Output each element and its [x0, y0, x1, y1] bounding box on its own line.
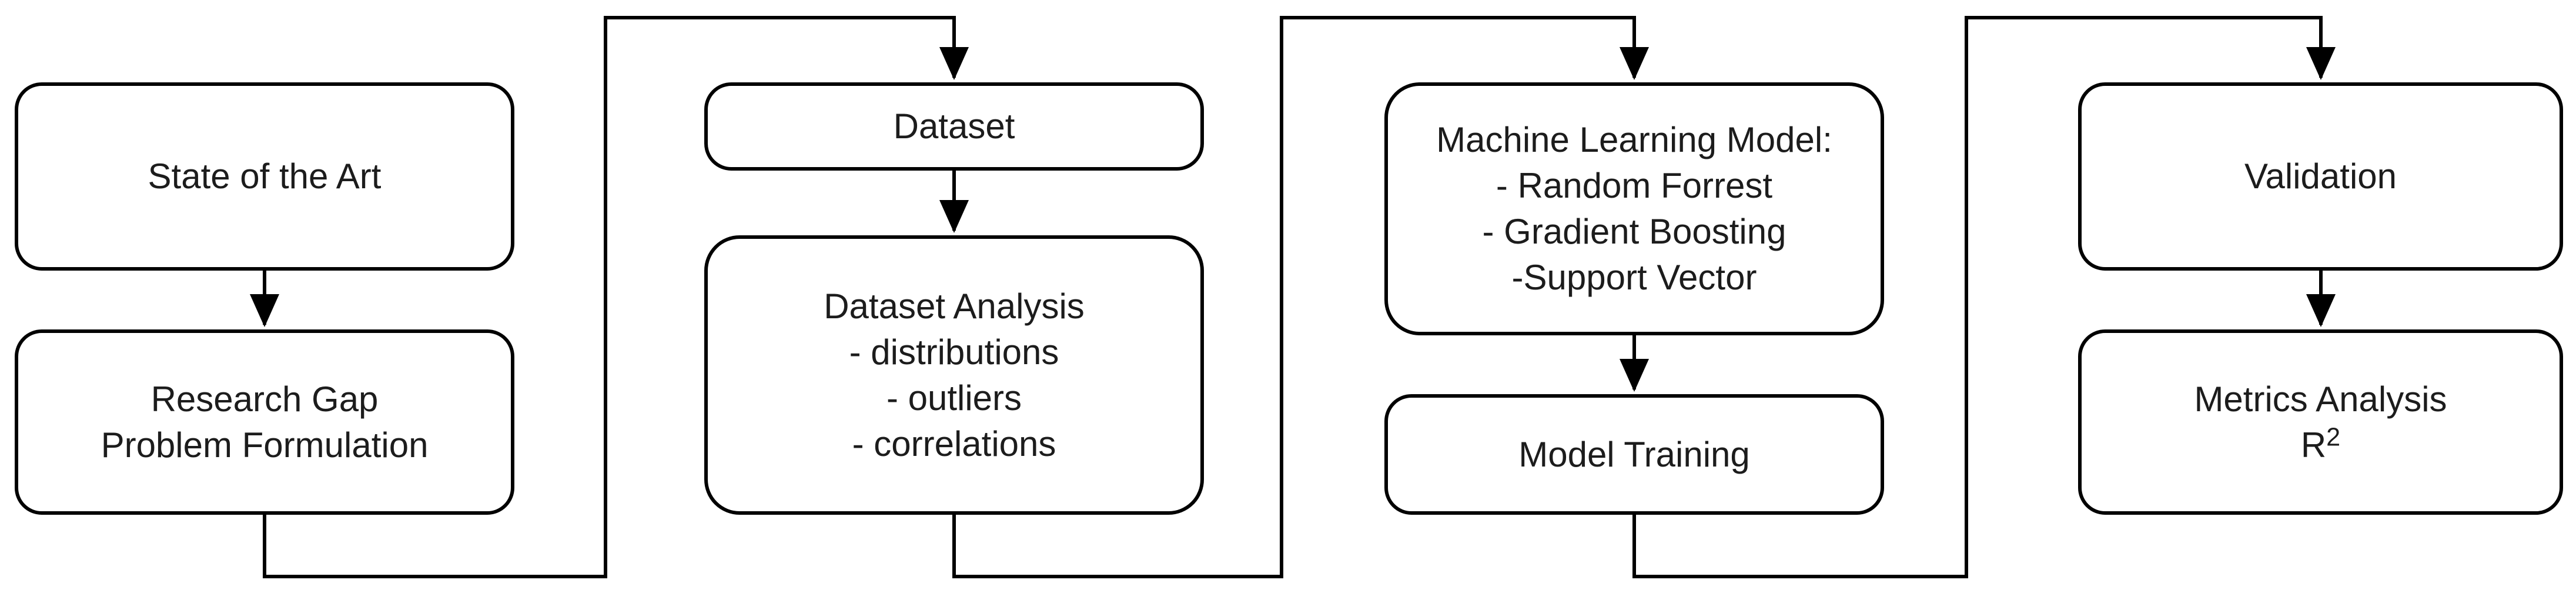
node-label-line: - Random Forrest: [1496, 166, 1773, 205]
node-label-line: - outliers: [886, 378, 1022, 418]
node-research-gap-problem-formulation: Research Gap Problem Formulation: [15, 329, 514, 515]
formula-base: R: [2300, 425, 2327, 465]
node-metrics-analysis: Metrics Analysis R2: [2078, 329, 2563, 515]
node-label-line: Dataset Analysis: [824, 286, 1085, 326]
arrow-model-training-to-validation: [1632, 16, 2336, 578]
r-squared-formula: R2: [2301, 422, 2340, 468]
node-label-line: Metrics Analysis: [2194, 379, 2447, 419]
node-label-line: Validation: [2244, 156, 2397, 196]
node-label-line: - Gradient Boosting: [1482, 212, 1787, 251]
node-label-line: -Support Vector: [1511, 258, 1757, 297]
node-label-line: - correlations: [852, 424, 1056, 464]
node-validation: Validation: [2078, 82, 2563, 271]
node-label-line: State of the Art: [148, 156, 382, 196]
node-label-line: Dataset: [893, 106, 1015, 146]
arrow-dataset-analysis-to-ml-model: [952, 16, 1649, 578]
node-label-line: - distributions: [849, 332, 1059, 372]
node-dataset: Dataset: [704, 82, 1204, 171]
node-dataset-analysis: Dataset Analysis - distributions - outli…: [704, 235, 1204, 515]
node-state-of-the-art: State of the Art: [15, 82, 514, 271]
arrow-research-gap-to-dataset: [263, 16, 969, 578]
node-label-line: Research Gap: [150, 379, 379, 419]
node-machine-learning-model: Machine Learning Model: - Random Forrest…: [1384, 82, 1884, 335]
node-label-line: Problem Formulation: [101, 425, 429, 465]
node-label-line: Model Training: [1518, 434, 1750, 474]
formula-superscript: 2: [2326, 423, 2341, 452]
node-model-training: Model Training: [1384, 394, 1884, 515]
node-label-line: Machine Learning Model:: [1436, 120, 1832, 159]
